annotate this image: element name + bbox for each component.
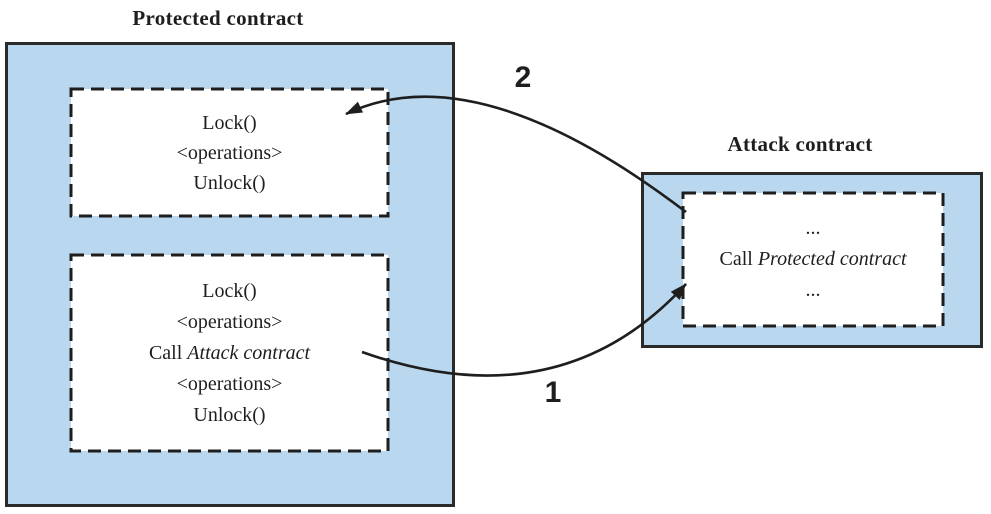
call-keyword: Call [148,341,188,364]
arrow-1-label: 1 [544,376,562,409]
calling-function-block: Lock() <operations> Call Attack contract… [71,255,388,451]
code-line-operations: <operations> [176,141,283,164]
code-line-operations: <operations> [176,310,283,333]
code-line-ellipsis: ... [805,279,821,301]
attack-function-block: ... Call Protected contract ... [683,193,943,326]
call-keyword: Call [719,248,758,270]
call-target: Attack contract [187,341,311,364]
code-line-lock: Lock() [202,111,257,134]
code-line-lock: Lock() [202,279,257,302]
call-target: Protected contract [757,248,907,270]
code-line-call-attack: Call Attack contract [149,338,310,369]
protected-contract-title: Protected contract [132,6,304,30]
attack-contract-title: Attack contract [727,132,873,156]
arrow-2-label: 2 [514,61,532,94]
code-line-unlock: Unlock() [193,171,266,194]
code-line-call-protected: Call Protected contract [720,244,907,275]
guarded-function-block: Lock() <operations> Unlock() [71,89,388,216]
code-line-unlock: Unlock() [193,403,266,426]
code-line-ellipsis: ... [805,217,821,239]
code-line-operations: <operations> [176,372,283,395]
